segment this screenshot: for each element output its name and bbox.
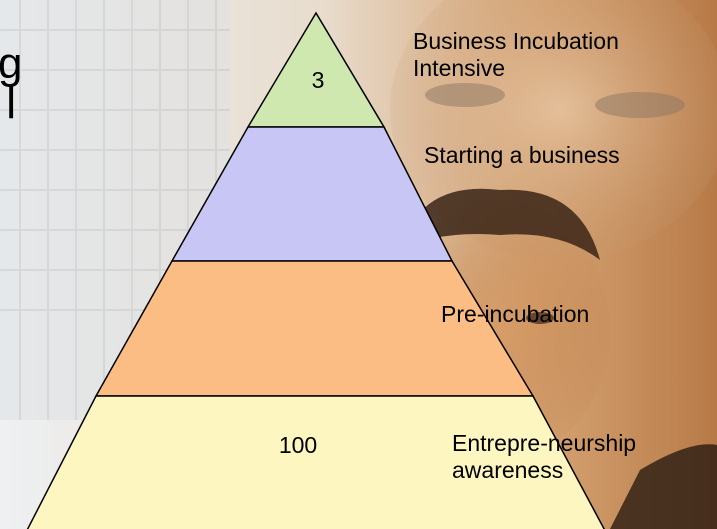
tier-base (26, 395, 605, 529)
label-entrepreneurship-awareness: Entrepre-neurship awareness (452, 430, 637, 483)
label-business-incubation: Business Incubation Intensive (413, 28, 619, 81)
tier-top-value: 3 (311, 67, 325, 93)
tier-third (94, 260, 535, 397)
label-starting-business: Starting a business (424, 142, 620, 168)
label-pre-incubation: Pre-incubation (441, 301, 590, 327)
tier-base-value: 100 (278, 432, 318, 458)
tier-second (170, 126, 454, 262)
